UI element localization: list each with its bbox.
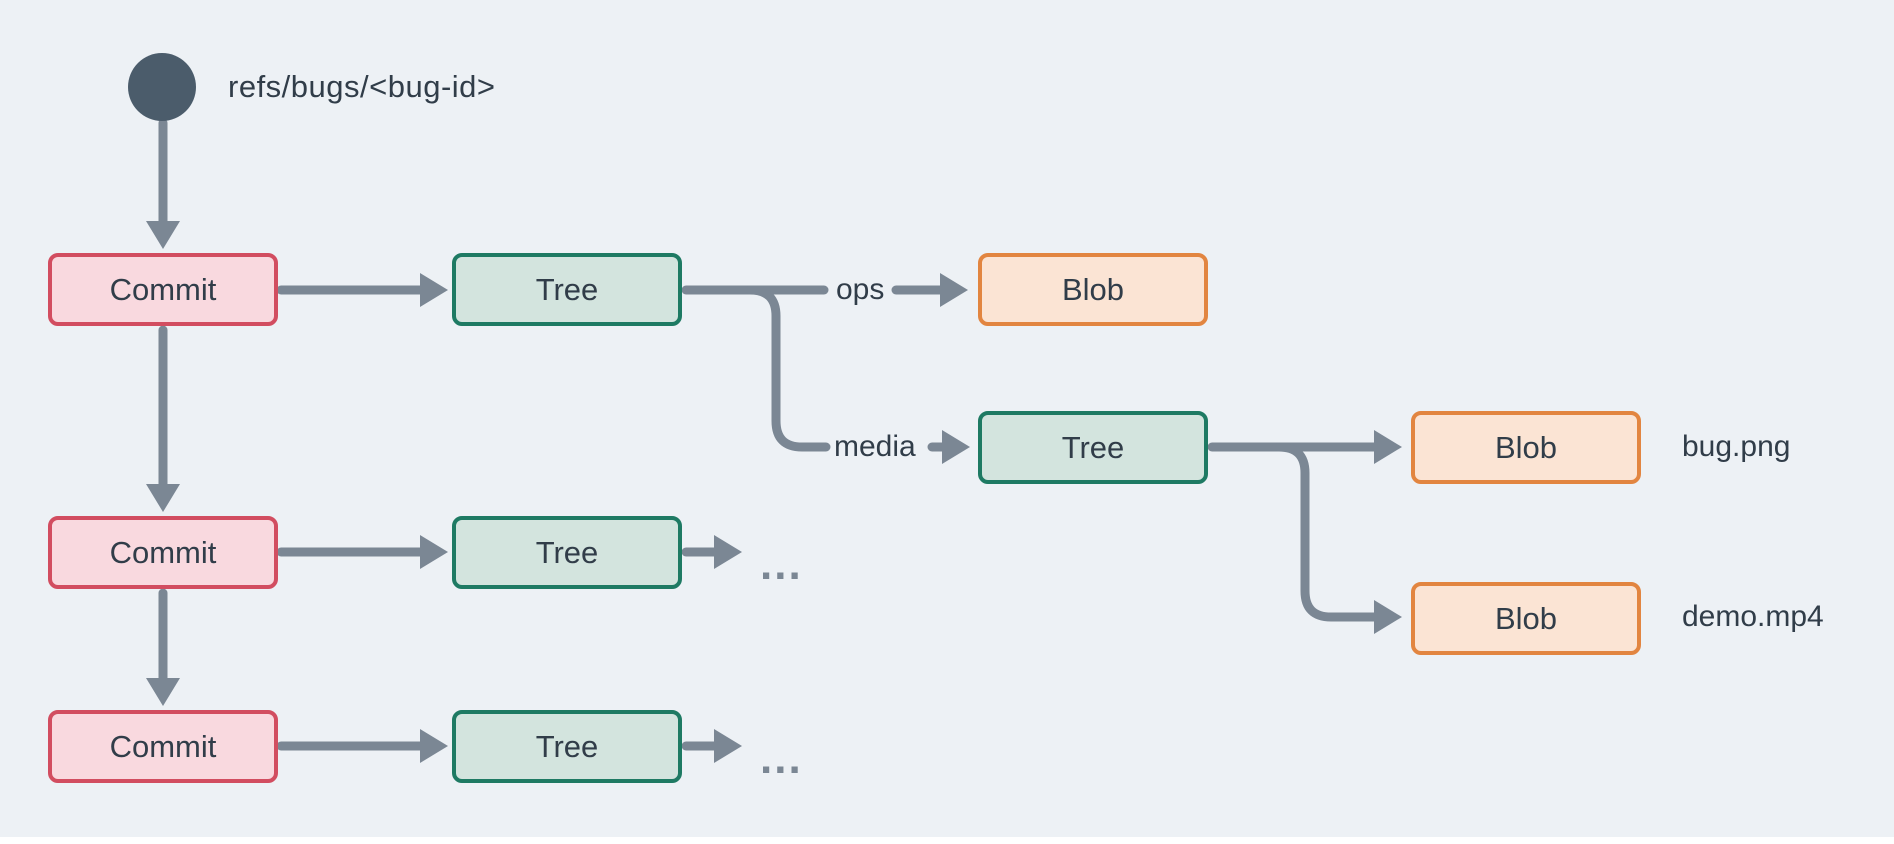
node-label: Tree [1061,429,1125,465]
arrowhead-media-to-tree [942,430,970,464]
blob-node-ops: Blob [978,253,1208,326]
tree-node-media: Tree [978,411,1208,484]
ellipsis-row-2: ... [760,540,803,589]
node-label: Tree [535,271,599,307]
arrowhead-tree2-to-ellipsis [714,535,742,569]
node-label: Tree [535,534,599,570]
commit-node-1: Commit [48,253,278,326]
node-label: Blob [1061,271,1125,307]
commit-node-2: Commit [48,516,278,589]
ref-label: refs/bugs/<bug-id> [228,69,496,104]
file-label-bug-png: bug.png [1682,430,1791,463]
arrowhead-commit1-to-commit2 [146,484,180,512]
edge-label-media: media [834,430,916,463]
node-label: Commit [109,728,217,764]
arrowhead-treemedia-to-blobbug [1374,430,1402,464]
bottom-strip [0,837,1894,844]
tree-node-3: Tree [452,710,682,783]
ellipsis-row-3: ... [760,734,803,783]
arrowhead-commit2-to-commit3 [146,678,180,706]
arrowhead-branch-to-blobdemo [1374,600,1402,634]
blob-node-demo: Blob [1411,582,1641,655]
ref-circle [128,53,196,121]
arrowhead-commit1-to-tree1 [420,273,448,307]
commit-node-3: Commit [48,710,278,783]
arrowhead-ref-to-commit1 [146,221,180,249]
arrowhead-commit2-to-tree2 [420,535,448,569]
node-label: Blob [1494,429,1558,465]
edge-label-ops: ops [836,273,885,306]
arrowhead-ops-to-blob [940,273,968,307]
blob-node-bug: Blob [1411,411,1641,484]
line-treemedia-branch-to-blobdemo [1274,442,1379,622]
tree-node-2: Tree [452,516,682,589]
node-label: Commit [109,534,217,570]
node-label: Tree [535,728,599,764]
tree-node-1: Tree [452,253,682,326]
node-label: Blob [1494,600,1558,636]
file-label-demo-mp4: demo.mp4 [1682,600,1824,633]
arrowhead-commit3-to-tree3 [420,729,448,763]
node-label: Commit [109,271,217,307]
line-tree1-branch-to-media [745,285,831,452]
arrowhead-tree3-to-ellipsis [714,729,742,763]
